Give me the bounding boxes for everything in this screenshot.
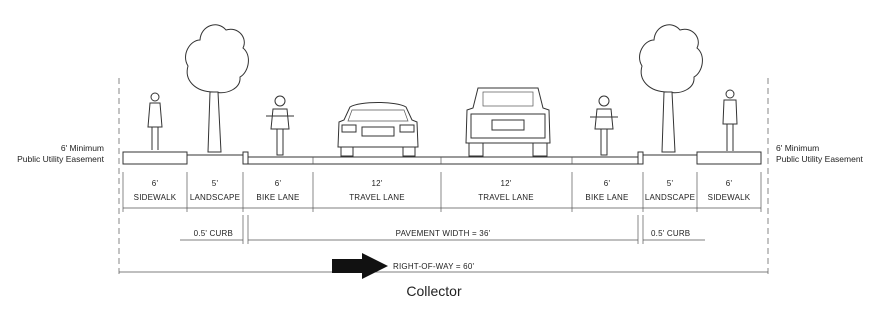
curb-left — [242, 151, 249, 165]
pavement-dimensions: 0.5' CURB PAVEMENT WIDTH = 36' 0.5' CURB — [180, 215, 705, 244]
segment-8-width: 6' — [726, 179, 733, 188]
segment-3-name: BIKE LANE — [256, 193, 299, 202]
pedestrian-right-icon — [722, 89, 738, 151]
segment-1-name: SIDEWALK — [134, 193, 177, 202]
tree-left — [185, 24, 249, 153]
sidewalk-left-slab — [122, 151, 188, 165]
segment-7-width: 5' — [667, 179, 674, 188]
easement-right-line2: Public Utility Easement — [776, 154, 864, 164]
segment-4-name: TRAVEL LANE — [349, 193, 405, 202]
easement-right-line1: 6' Minimum — [776, 143, 819, 153]
tree-right — [639, 24, 703, 153]
segment-dimensions: 6' SIDEWALK 5' LANDSCAPE 6' BIKE LANE 12… — [122, 172, 762, 212]
segment-8-name: SIDEWALK — [708, 193, 751, 202]
pavement-width-label: PAVEMENT WIDTH = 36' — [396, 229, 491, 238]
diagram-title: Collector — [406, 283, 462, 299]
right-of-way-dimension: RIGHT-OF-WAY = 60' — [119, 253, 768, 279]
ground-profile — [122, 151, 762, 165]
cyclist-right-icon — [590, 95, 618, 156]
curb-left-label: 0.5' CURB — [194, 229, 233, 238]
segment-5-name: TRAVEL LANE — [478, 193, 534, 202]
segment-4-width: 12' — [371, 179, 382, 188]
pedestrian-left-icon — [147, 92, 163, 150]
truck-icon — [465, 87, 551, 157]
segment-5-width: 12' — [500, 179, 511, 188]
segment-6-name: BIKE LANE — [585, 193, 628, 202]
cyclist-left-icon — [266, 95, 294, 156]
easement-left-line2: Public Utility Easement — [17, 154, 105, 164]
segment-6-width: 6' — [604, 179, 611, 188]
curb-right-label: 0.5' CURB — [651, 229, 690, 238]
car-icon — [337, 102, 419, 157]
segment-7-name: LANDSCAPE — [645, 193, 695, 202]
segment-3-width: 6' — [275, 179, 282, 188]
segment-1-width: 6' — [152, 179, 159, 188]
arrow-icon — [332, 253, 388, 279]
right-of-way-label: RIGHT-OF-WAY = 60' — [393, 262, 474, 271]
segment-2-name: LANDSCAPE — [190, 193, 240, 202]
segment-2-width: 5' — [212, 179, 219, 188]
easement-left-line1: 6' Minimum — [61, 143, 104, 153]
curb-right — [637, 151, 644, 165]
sidewalk-right-slab — [696, 151, 762, 165]
